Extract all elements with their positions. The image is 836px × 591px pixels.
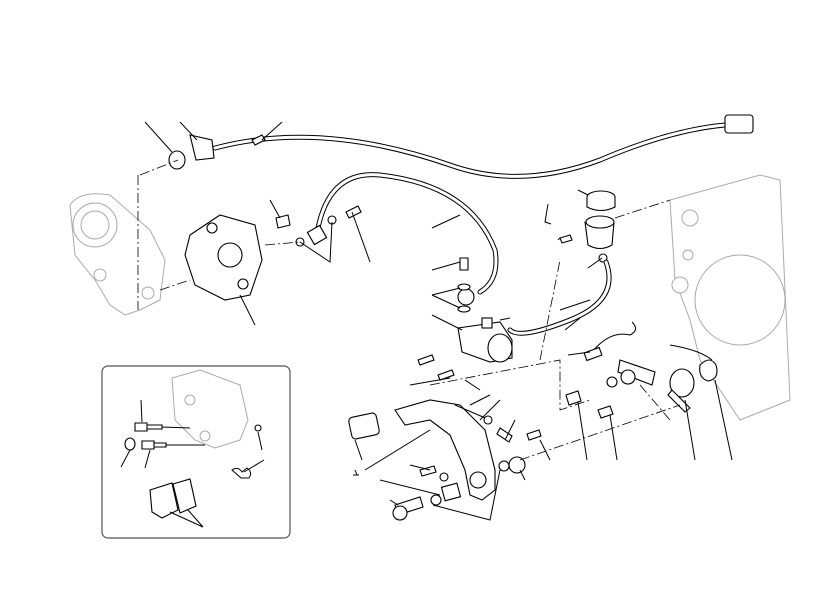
bleed-screw-icon xyxy=(275,214,291,229)
sensor-icon xyxy=(189,134,215,161)
brake-light-switch xyxy=(583,321,636,388)
sensor-cable xyxy=(168,114,754,179)
brake-pedal xyxy=(348,399,542,521)
inset-caliper-detail xyxy=(101,365,291,539)
master-cylinder xyxy=(417,317,513,381)
marker-glyph xyxy=(353,469,359,476)
ghost-engine-case xyxy=(669,174,791,421)
pedal-rubber-icon xyxy=(348,412,380,440)
reservoir-hose xyxy=(507,259,612,336)
fluid-reservoir xyxy=(544,190,616,263)
brake-caliper xyxy=(184,214,263,301)
connector-icon xyxy=(724,114,754,134)
ghost-caliper-bracket xyxy=(69,193,166,316)
callout-leader-lines xyxy=(144,121,733,521)
assembly-axis-lines xyxy=(137,159,681,461)
pedal-linkage xyxy=(565,344,718,419)
brake-hose xyxy=(295,172,499,313)
screw-icon xyxy=(251,134,266,146)
return-spring-icon xyxy=(699,359,718,382)
